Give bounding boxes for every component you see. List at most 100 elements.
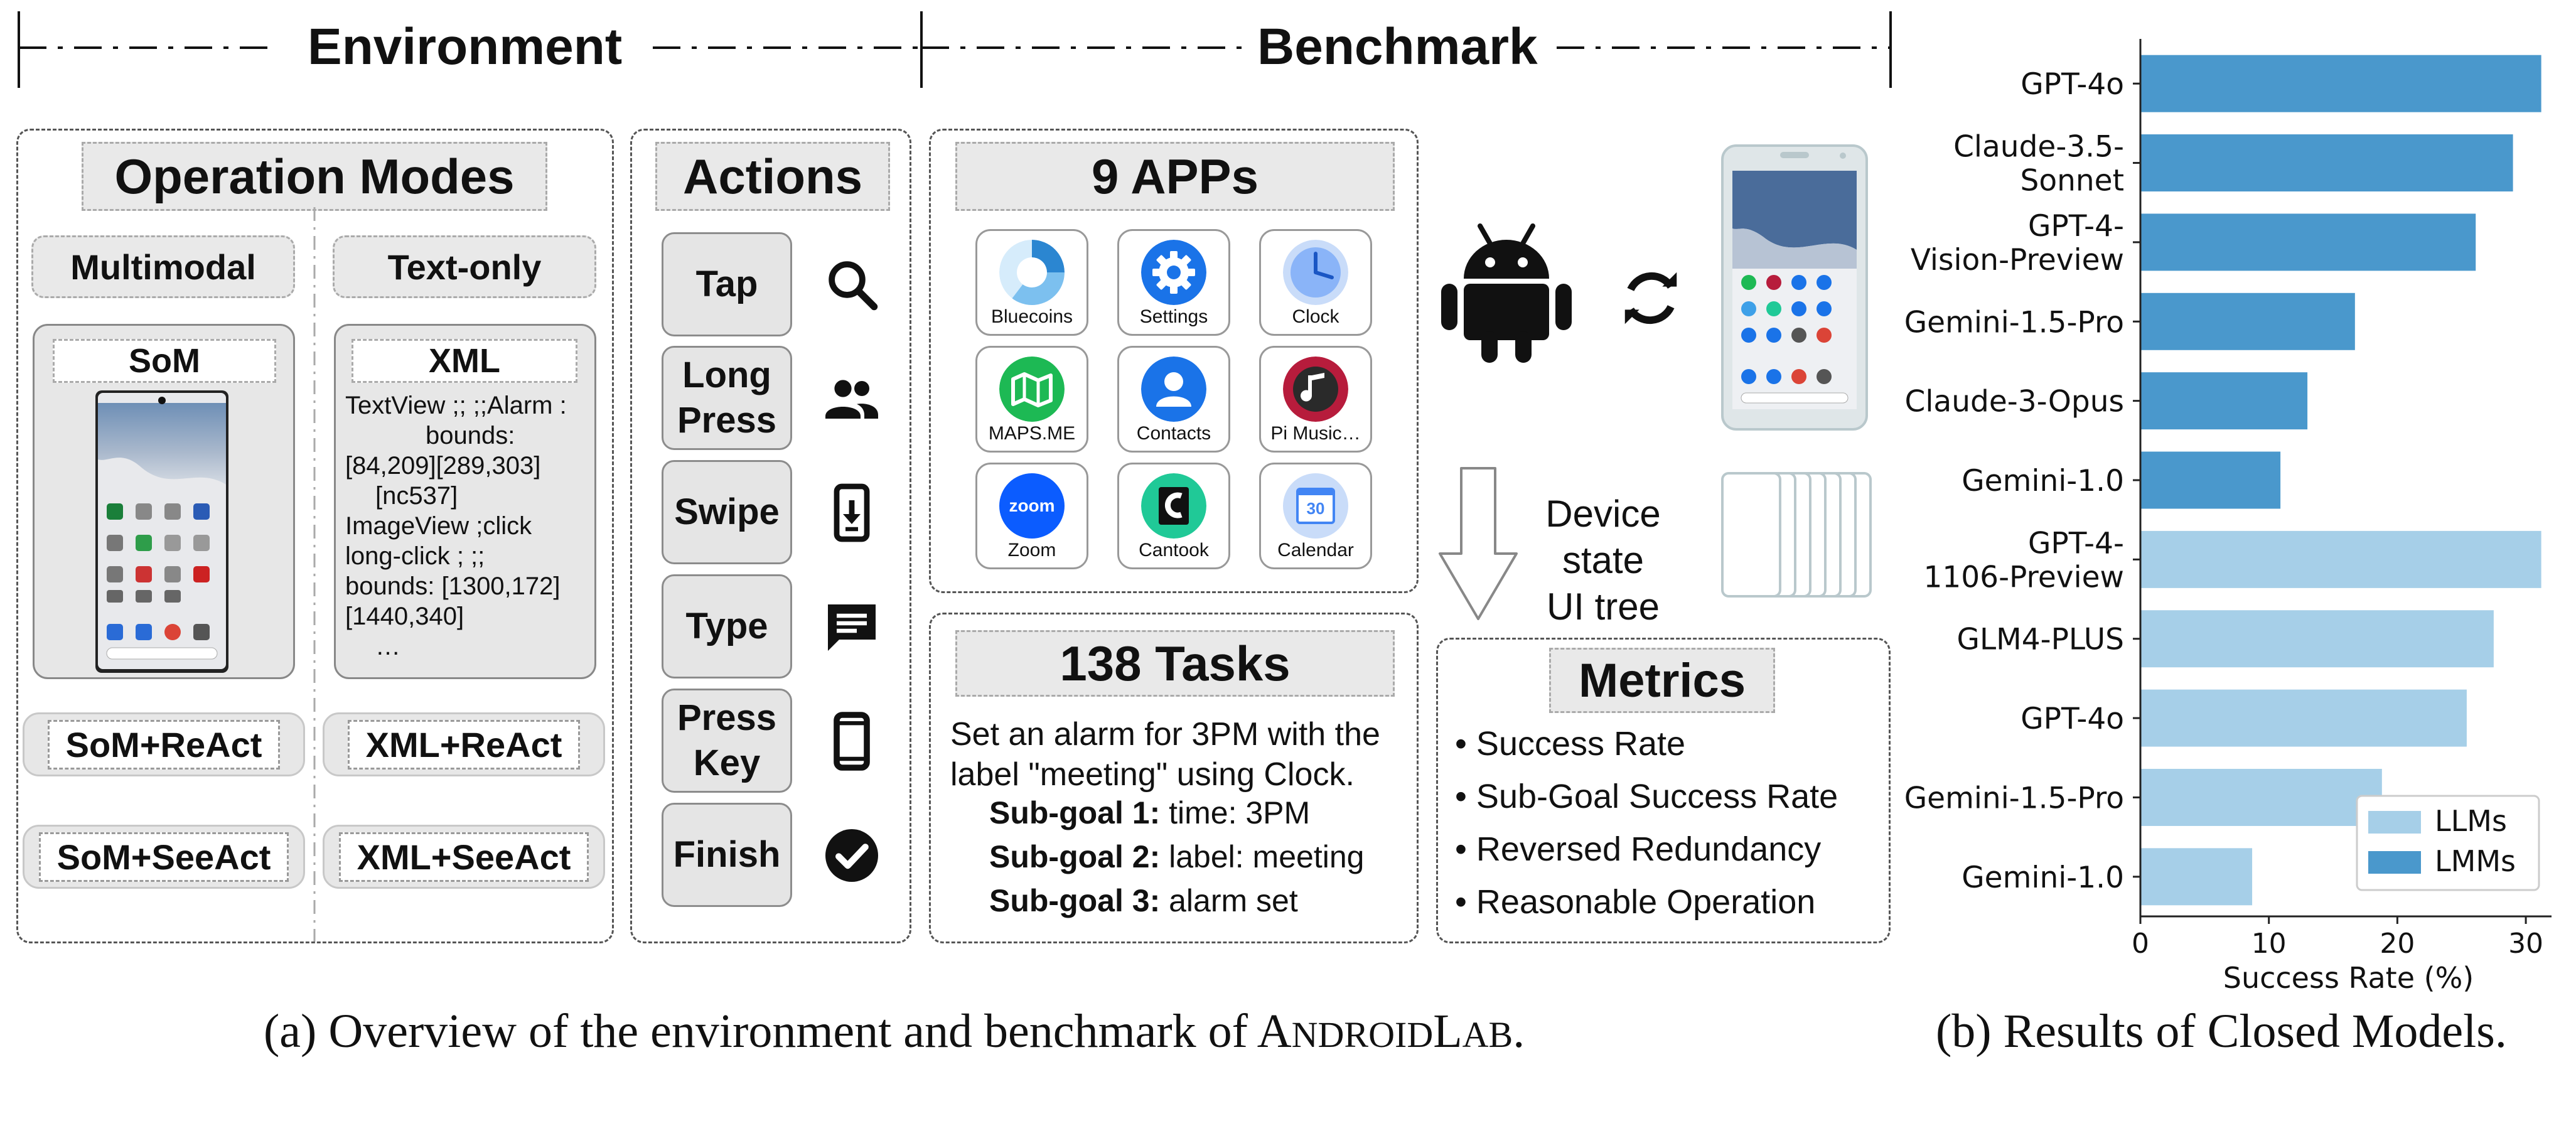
long-press-action: Long Press [662,346,792,450]
message-icon [817,593,886,662]
chart-category-label-line: Gemini-1.0 [1962,861,2124,895]
app-maps-me[interactable]: MAPS.ME [975,346,1088,453]
ui-tree-stack-icon [1721,472,1872,598]
bluecoins-icon [999,240,1065,305]
app-settings[interactable]: Settings [1117,229,1230,336]
chart-bar [2140,292,2355,350]
chart-category-label: Claude-3-Opus [1905,385,2124,419]
caption-left-end: . [1513,1005,1525,1058]
finish-action: Finish [662,803,792,907]
subgoal-value: label: meeting [1169,839,1365,874]
caption-brand-d: AB [1462,1014,1513,1055]
app-contacts[interactable]: Contacts [1117,346,1230,453]
task-description: Set an alarm for 3PM with the label "mee… [950,714,1380,795]
person-icon [1141,357,1206,422]
app-label: Calendar [1277,540,1354,560]
chart-category-label-line: GLM4-PLUS [1957,623,2124,657]
type-action: Type [662,574,792,678]
xml-seeact-label: XML+SeeAct [338,832,589,882]
chart-category-label-line: Gemini-1.5-Pro [1904,305,2124,340]
xml-line: TextView ;; ;;Alarm : [345,392,567,419]
chart-category-label-line: Vision-Preview [1911,243,2124,277]
apps-title: 9 APPs [955,142,1395,211]
app-calendar[interactable]: 30 Calendar [1259,463,1372,569]
chart-bar [2140,134,2513,192]
chart-category-label: Gemini-1.0 [1962,464,2124,498]
som-seeact-label: SoM+SeeAct [38,832,289,882]
app-clock[interactable]: Clock [1259,229,1372,336]
tasks-panel [929,613,1419,943]
multimodal-label: Multimodal [31,235,295,298]
caption-brand-a: A [1257,1005,1292,1058]
map-icon [999,357,1065,422]
chart-category-label-line: GPT-4o [2021,702,2124,736]
subgoal-2: Sub-goal 2: label: meeting [989,839,1364,875]
xml-react-label: XML+ReAct [347,719,581,770]
subgoal-value: alarm set [1169,883,1298,918]
subgoal-label: Sub-goal 1: [989,795,1161,830]
chart-category-label-line: GPT-4- [2028,526,2124,560]
som-phone-screenshot [95,390,228,673]
caption-right: (b) Results of Closed Models. [1936,1005,2507,1058]
metric-label: Reasonable Operation [1476,883,1816,921]
calendar-glyph: 30 [1306,498,1325,518]
caption-brand-b: NDROID [1291,1014,1434,1055]
clock-icon [1283,240,1348,305]
chart-category-label: GPT-4-Vision-Preview [1911,209,2124,277]
xml-text: TextView ;; ;;Alarm : bounds: [84,209][2… [345,390,567,662]
device-state-label: Device state UI tree [1501,491,1705,630]
chart-category-label: GPT-4-1106-Preview [1923,526,2124,594]
xml-line: long-click ; ;; [345,542,485,570]
chart-category-label-line: Gemini-1.5-Pro [1904,781,2124,815]
subgoal-3: Sub-goal 3: alarm set [989,882,1298,919]
actions-panel [630,129,911,943]
app-label: Cantook [1139,540,1209,560]
operation-modes-title: Operation Modes [82,142,547,211]
zoom-glyph: zoom [1009,496,1055,515]
xml-react-mode: XML+ReAct [323,712,605,776]
chart-category-label-line: GPT-4o [2021,67,2124,102]
calendar-icon: 30 [1283,473,1348,539]
chart-category-label: Gemini-1.0 [1962,861,2124,895]
people-icon [817,364,886,433]
chart-bar [2140,848,2253,906]
chart-category-label: Claude-3.5-Sonnet [1953,130,2124,198]
chart-category-label-line: Claude-3.5- [1953,130,2124,164]
app-zoom[interactable]: zoom Zoom [975,463,1088,569]
chart-category-label-line: Claude-3-Opus [1905,385,2124,419]
chart-category-label-line: Gemini-1.0 [1962,464,2124,498]
som-react-mode: SoM+ReAct [23,712,305,776]
modes-divider [313,207,316,941]
music-note-icon [1283,357,1348,422]
app-cantook[interactable]: Cantook [1117,463,1230,569]
chart-bar [2140,689,2467,747]
metrics-title: Metrics [1549,648,1775,713]
header-lines [18,11,1892,88]
app-bluecoins[interactable]: Bluecoins [975,229,1088,336]
chart-category-label: GPT-4o [2021,67,2124,102]
xml-label: XML [352,339,577,383]
chart-bar [2140,55,2541,112]
task-line: label "meeting" using Clock. [950,756,1355,793]
search-icon [817,250,886,319]
tap-action: Tap [662,232,792,336]
app-label: Bluecoins [990,306,1073,327]
subgoal-1: Sub-goal 1: time: 3PM [989,795,1310,831]
caption-brand-c: L [1433,1005,1462,1058]
xml-line: [84,209][289,303] [345,452,541,480]
chart-category-label: GLM4-PLUS [1957,623,2124,657]
app-pi-music[interactable]: Pi Music… [1259,346,1372,453]
metric-label: Success Rate [1476,725,1686,763]
device-state-line: Device state [1545,493,1661,581]
xml-line: [nc537] [375,482,458,510]
down-arrow-icon [1439,467,1518,620]
app-label: Settings [1139,306,1208,327]
press-key-action: Press Key [662,689,792,793]
som-label: SoM [53,339,276,383]
chart-category-label: Gemini-1.5-Pro [1904,781,2124,815]
device-phone [1721,144,1868,431]
zoom-icon: zoom [999,473,1065,539]
subgoal-label: Sub-goal 3: [989,883,1161,918]
ui-tree-line: UI tree [1546,586,1660,628]
